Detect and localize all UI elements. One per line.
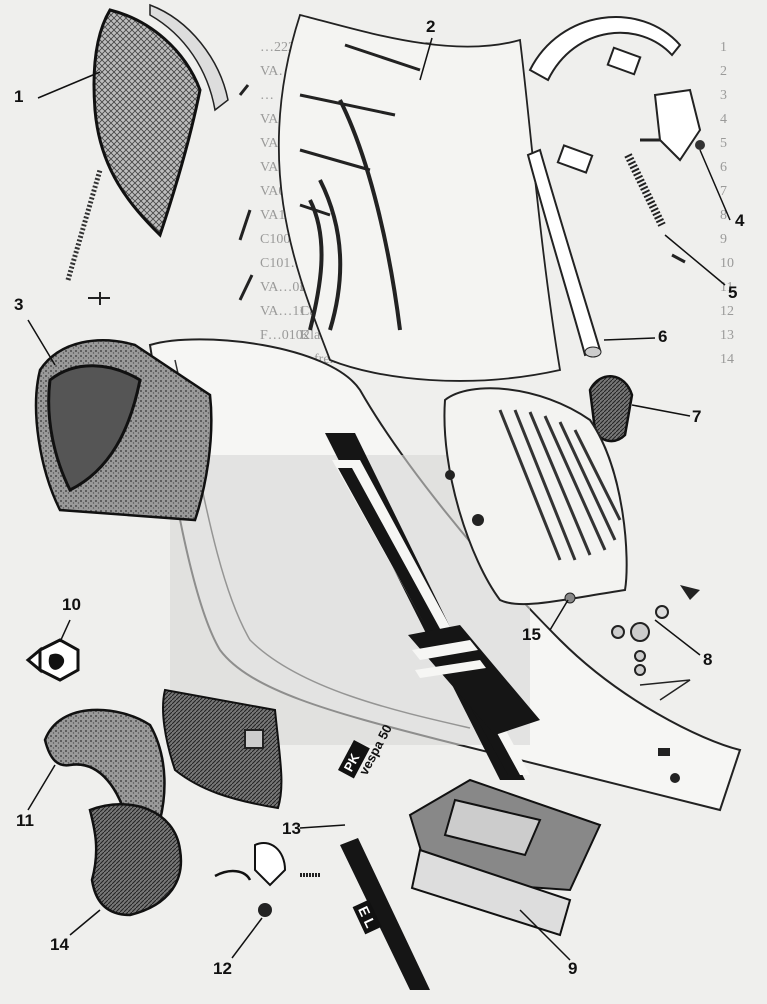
table-cell-num: 4 (720, 112, 727, 127)
table-cell-num: 1 (720, 40, 727, 55)
callout-3: 3 (14, 295, 24, 314)
decal-stripes (325, 433, 540, 990)
table-cell-ref: … (260, 88, 274, 103)
callout-15: 15 (522, 625, 541, 644)
table-cell-ref: …222 (260, 40, 295, 55)
bracket-4 (653, 88, 702, 162)
spring-5 (624, 153, 666, 227)
glovebox-foam (34, 339, 213, 522)
floor-plate (408, 778, 602, 937)
table-cell-num: 8 (720, 208, 727, 223)
callout-14: 14 (50, 935, 69, 954)
leader-lines (27, 37, 731, 961)
horn-cover (162, 688, 283, 810)
left-spring (65, 169, 103, 281)
callout-12: 12 (213, 959, 232, 978)
piaggio-badge (25, 638, 80, 682)
table-cell-num: 13 (720, 328, 734, 343)
table-cell-num: 9 (720, 232, 727, 247)
table-cell-num: 10 (720, 256, 734, 271)
table-cell-num: 5 (720, 136, 727, 151)
callout-6: 6 (658, 327, 668, 346)
callout-10: 10 (62, 595, 81, 614)
table-cell-ref: C101… (260, 256, 305, 271)
callout-13: 13 (282, 819, 301, 838)
table-cell-num: 12 (720, 304, 734, 319)
table-cell-num: 3 (720, 88, 727, 103)
callout-9: 9 (568, 959, 578, 978)
table-cell-ref: F…0102 (260, 328, 310, 343)
callout-1: 1 (14, 87, 24, 106)
table-cell-ref: VA…02 (260, 280, 307, 295)
steering-tube (526, 16, 682, 358)
table-cell-num: 2 (720, 64, 727, 79)
callout-4: 4 (735, 211, 745, 230)
table-cell-ref: VA…11 (260, 304, 306, 319)
kickplate-14 (88, 803, 183, 917)
callout-8: 8 (703, 650, 713, 669)
table-cell-num: 6 (720, 160, 727, 175)
horn-grille (92, 3, 229, 238)
callout-7: 7 (692, 407, 702, 426)
callout-2: 2 (426, 17, 436, 36)
callout-5: 5 (728, 283, 738, 302)
side-cowl (443, 387, 628, 606)
table-cell-ref: C1000 (260, 232, 298, 247)
hinge-12 (254, 842, 287, 887)
table-cell-num: 14 (720, 352, 734, 367)
table-cell-num: 7 (720, 184, 727, 199)
callout-11: 11 (16, 811, 34, 830)
